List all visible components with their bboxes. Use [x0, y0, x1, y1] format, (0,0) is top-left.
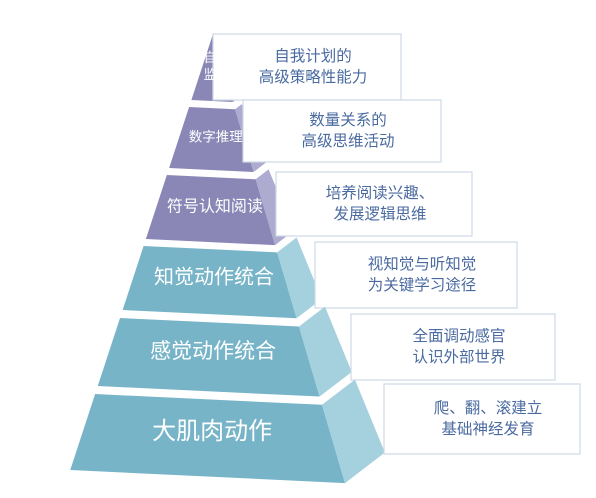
pyramid-level-6-side — [321, 379, 385, 484]
level-6-description-line-2: 基础神经发育 — [441, 420, 534, 438]
level-5-description-line-2: 认识外部世界 — [412, 348, 505, 366]
level-1-description-line-2: 高级策略性能力 — [259, 68, 368, 86]
level-1-description-line-1: 自我计划的 — [274, 47, 352, 65]
level-1-label-line-2: 监控 — [204, 68, 230, 83]
pyramid-level-6-front — [70, 394, 345, 484]
level-2-label-line-1: 数字推理 — [189, 130, 243, 146]
level-1-label-line-1: 自我 — [204, 51, 230, 66]
level-6-label-line-1: 大肌肉动作 — [152, 417, 272, 445]
level-2-description-line-2: 高级思维活动 — [301, 132, 394, 150]
level-4-label-line-1: 知觉动作统合 — [154, 265, 274, 289]
pyramid-level-5-front — [97, 318, 320, 397]
pyramid-level-3-front — [145, 175, 276, 246]
level-2-description-line-1: 数量关系的 — [309, 111, 387, 129]
level-5-description-line-1: 全面调动感官 — [412, 327, 505, 345]
level-5-label-line-1: 感觉动作统合 — [150, 339, 276, 363]
level-3-description-line-2: 发展逻辑思维 — [333, 205, 426, 223]
level-2-description-box — [242, 99, 442, 163]
level-5-description-box — [350, 313, 556, 381]
level-3-description-box — [275, 171, 473, 237]
pyramid-level-2-front — [169, 107, 254, 173]
pyramid-level-4-front — [122, 246, 297, 319]
level-4-description-line-2: 为关键学习途径 — [368, 276, 477, 294]
level-4-description-box — [314, 241, 518, 309]
level-6-description-line-1: 爬、翻、滚建立 — [434, 399, 543, 417]
level-4-description-line-1: 视知觉与听知觉 — [368, 255, 477, 273]
level-6-description-box — [383, 383, 581, 455]
pyramid-level-5-side — [298, 306, 352, 397]
pyramid-level-4-side — [277, 237, 322, 319]
level-1-description-box — [212, 33, 402, 101]
level-3-description-line-1: 培养阅读兴趣、 — [326, 184, 435, 202]
level-3-label-line-1: 符号认知阅读 — [167, 197, 263, 216]
